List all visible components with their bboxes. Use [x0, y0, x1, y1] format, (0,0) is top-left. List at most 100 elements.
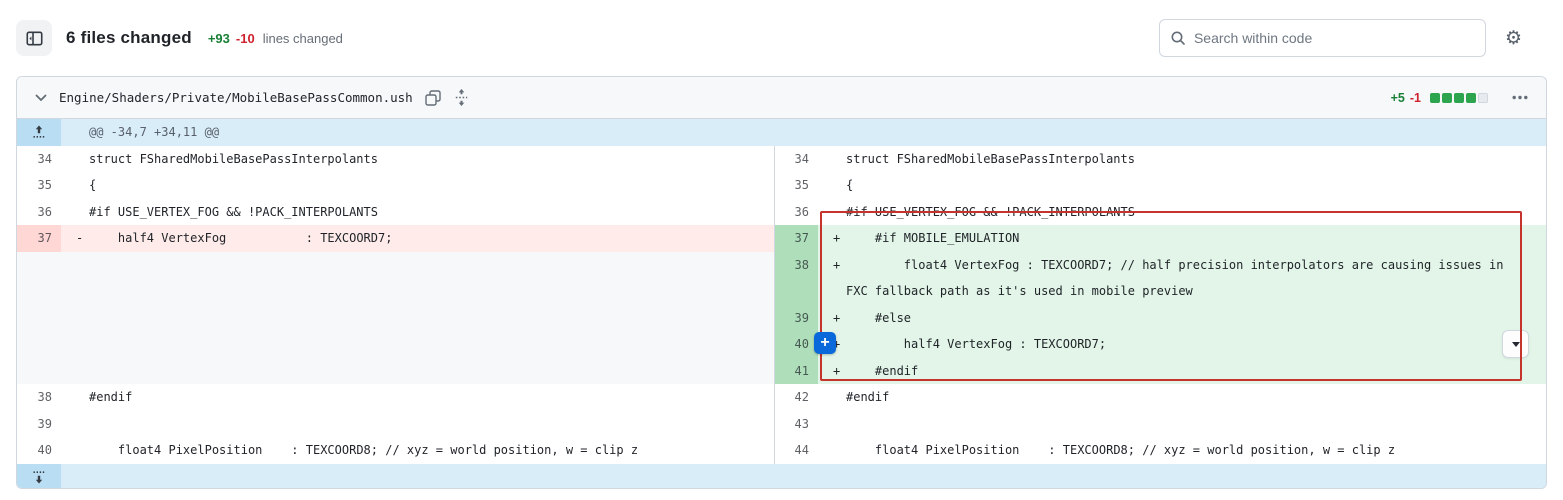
add-comment-button[interactable]: + — [814, 332, 836, 354]
hunk-header-text: @@ -34,7 +34,11 @@ — [89, 125, 220, 139]
collapse-file-button[interactable] — [31, 90, 51, 106]
code-line: #endif — [818, 384, 1546, 411]
line-number-old[interactable]: 39 — [17, 410, 61, 437]
code-text: { — [89, 178, 97, 192]
copy-icon — [425, 89, 441, 106]
code-line: float4 PixelPosition : TEXCOORD8; // xyz… — [61, 437, 774, 464]
diff-row: 40+ half4 VertexFog : TEXCOORD7; — [17, 331, 1546, 358]
code-line — [61, 410, 774, 437]
expand-down-button[interactable] — [17, 463, 61, 488]
diff-marker: + — [833, 257, 841, 272]
code-line: + float4 VertexFog : TEXCOORD7; // half … — [818, 251, 1546, 305]
line-number-new[interactable]: 35 — [774, 172, 818, 199]
code-line: + #endif — [818, 357, 1546, 384]
code-line: - half4 VertexFog : TEXCOORD7; — [61, 225, 774, 252]
line-number-new[interactable]: 40 — [774, 331, 818, 358]
diff-marker: + — [833, 363, 841, 378]
line-number-old[interactable]: 35 — [17, 172, 61, 199]
code-text: #endif — [89, 390, 133, 404]
line-number-new[interactable]: 39 — [774, 304, 818, 331]
line-number-new[interactable]: 34 — [774, 145, 818, 172]
line-number-new[interactable]: 42 — [774, 384, 818, 411]
diff-side-new: 44 float4 PixelPosition : TEXCOORD8; // … — [774, 437, 1546, 464]
code-line: + half4 VertexFog : TEXCOORD7; — [818, 331, 1546, 358]
diff-row: 38 #endif 42 #endif — [17, 384, 1546, 411]
file-header: Engine/Shaders/Private/MobileBasePassCom… — [17, 77, 1546, 119]
line-number-new[interactable]: 38 — [774, 251, 818, 305]
code-line: float4 PixelPosition : TEXCOORD8; // xyz… — [818, 437, 1546, 464]
line-number-new[interactable]: 41 — [774, 357, 818, 384]
code-line: #if USE_VERTEX_FOG && !PACK_INTERPOLANTS — [61, 198, 774, 225]
diffstat-block-added — [1454, 92, 1464, 103]
line-number-new[interactable]: 36 — [774, 198, 818, 225]
line-number-old[interactable]: 34 — [17, 145, 61, 172]
gear-icon: ⚙ — [1504, 27, 1522, 49]
diff-side-old: 39 — [17, 410, 774, 437]
code-line: #if USE_VERTEX_FOG && !PACK_INTERPOLANTS — [818, 198, 1546, 225]
line-number-new[interactable]: 43 — [774, 410, 818, 437]
line-number-old[interactable]: 37 — [17, 225, 61, 252]
code-text: float4 PixelPosition : TEXCOORD8; // xyz… — [89, 443, 639, 457]
diff-side-new: 42 #endif — [774, 384, 1546, 411]
line-number-old[interactable]: 38 — [17, 384, 61, 411]
code-text: { — [846, 178, 854, 192]
file-options-button[interactable] — [1508, 91, 1532, 104]
diff-side-old: 36 #if USE_VERTEX_FOG && !PACK_INTERPOLAN… — [17, 198, 774, 225]
code-text: #else — [846, 310, 912, 325]
code-text: half4 VertexFog : TEXCOORD7; — [846, 337, 1107, 351]
code-text: struct FSharedMobileBasePassInterpolants — [89, 151, 378, 166]
code-text: #endif — [846, 363, 919, 378]
search-input[interactable] — [1193, 30, 1475, 46]
code-text: half4 VertexFog : TEXCOORD7; — [89, 231, 393, 245]
code-text: float4 VertexFog : TEXCOORD7; // half pr… — [846, 257, 1504, 299]
diff-empty-cell — [17, 251, 774, 305]
expand-down-row — [17, 463, 1546, 489]
lines-changed-label: lines changed — [262, 30, 343, 46]
code-line: + #else — [818, 304, 1546, 331]
code-text: struct FSharedMobileBasePassInterpolants — [846, 151, 1135, 166]
diff-marker: + — [833, 337, 841, 351]
code-line: struct FSharedMobileBasePassInterpolants — [61, 145, 774, 172]
code-text: #endif — [846, 390, 890, 404]
diff-side-new: 36#if USE_VERTEX_FOG && !PACK_INTERPOLAN… — [774, 198, 1546, 225]
file-header-right: +5 -1 — [1391, 91, 1532, 105]
expand-up-button[interactable] — [17, 119, 61, 146]
copy-path-button[interactable] — [423, 88, 443, 108]
caret-down-icon — [1511, 341, 1520, 347]
diff-row: 35 {35 { — [17, 172, 1546, 199]
diff-side-new: 40+ half4 VertexFog : TEXCOORD7; — [774, 331, 1546, 358]
line-number-old[interactable]: 36 — [17, 198, 61, 225]
diff-side-old: 38 #endif — [17, 384, 774, 411]
diffstat-block-added — [1466, 92, 1476, 103]
chevron-down-icon — [35, 94, 47, 101]
line-number-new[interactable]: 37 — [774, 225, 818, 252]
file-diff-card: Engine/Shaders/Private/MobileBasePassCom… — [16, 76, 1547, 489]
diff-row: 34 struct FSharedMobileBasePassInterpolan… — [17, 145, 1546, 172]
line-number-old[interactable]: 40 — [17, 437, 61, 464]
expand-row-filler — [61, 464, 1546, 489]
diff-row: 37- half4 VertexFog : TEXCOORD7;37+ #if … — [17, 225, 1546, 252]
line-number-new[interactable]: 44 — [774, 437, 818, 464]
diff-settings-button[interactable]: ⚙ — [1505, 29, 1522, 48]
unfold-icon — [455, 89, 467, 106]
sidebar-collapse-icon — [25, 31, 43, 45]
diffstat-block-added — [1442, 92, 1452, 103]
line-actions-dropdown[interactable] — [1502, 330, 1529, 358]
diffstat-blocks — [1428, 92, 1488, 103]
code-line: struct FSharedMobileBasePassInterpolants — [818, 145, 1546, 172]
code-text: #if MOBILE_EMULATION — [846, 231, 1020, 245]
diff-side-new: 38+ float4 VertexFog : TEXCOORD7; // hal… — [774, 251, 1546, 305]
hunk-header-row: @@ -34,7 +34,11 @@ — [17, 119, 1546, 146]
file-path: Engine/Shaders/Private/MobileBasePassCom… — [59, 90, 413, 105]
code-line: + #if MOBILE_EMULATION — [818, 225, 1546, 252]
expand-all-hunks-button[interactable] — [453, 87, 470, 108]
diff-empty-cell — [17, 331, 774, 358]
file-tree-toggle-button[interactable] — [16, 20, 52, 56]
diff-row: 38+ float4 VertexFog : TEXCOORD7; // hal… — [17, 251, 1546, 305]
diff-side-old: 40 float4 PixelPosition : TEXCOORD8; // … — [17, 437, 774, 464]
diff-empty-cell — [17, 304, 774, 331]
diff-body: @@ -34,7 +34,11 @@ 34 struct FSharedMobile… — [17, 119, 1546, 489]
diff-marker: - — [76, 231, 84, 245]
code-text: #if USE_VERTEX_FOG && !PACK_INTERPOLANTS — [89, 204, 378, 219]
diff-marker: + — [833, 310, 841, 325]
